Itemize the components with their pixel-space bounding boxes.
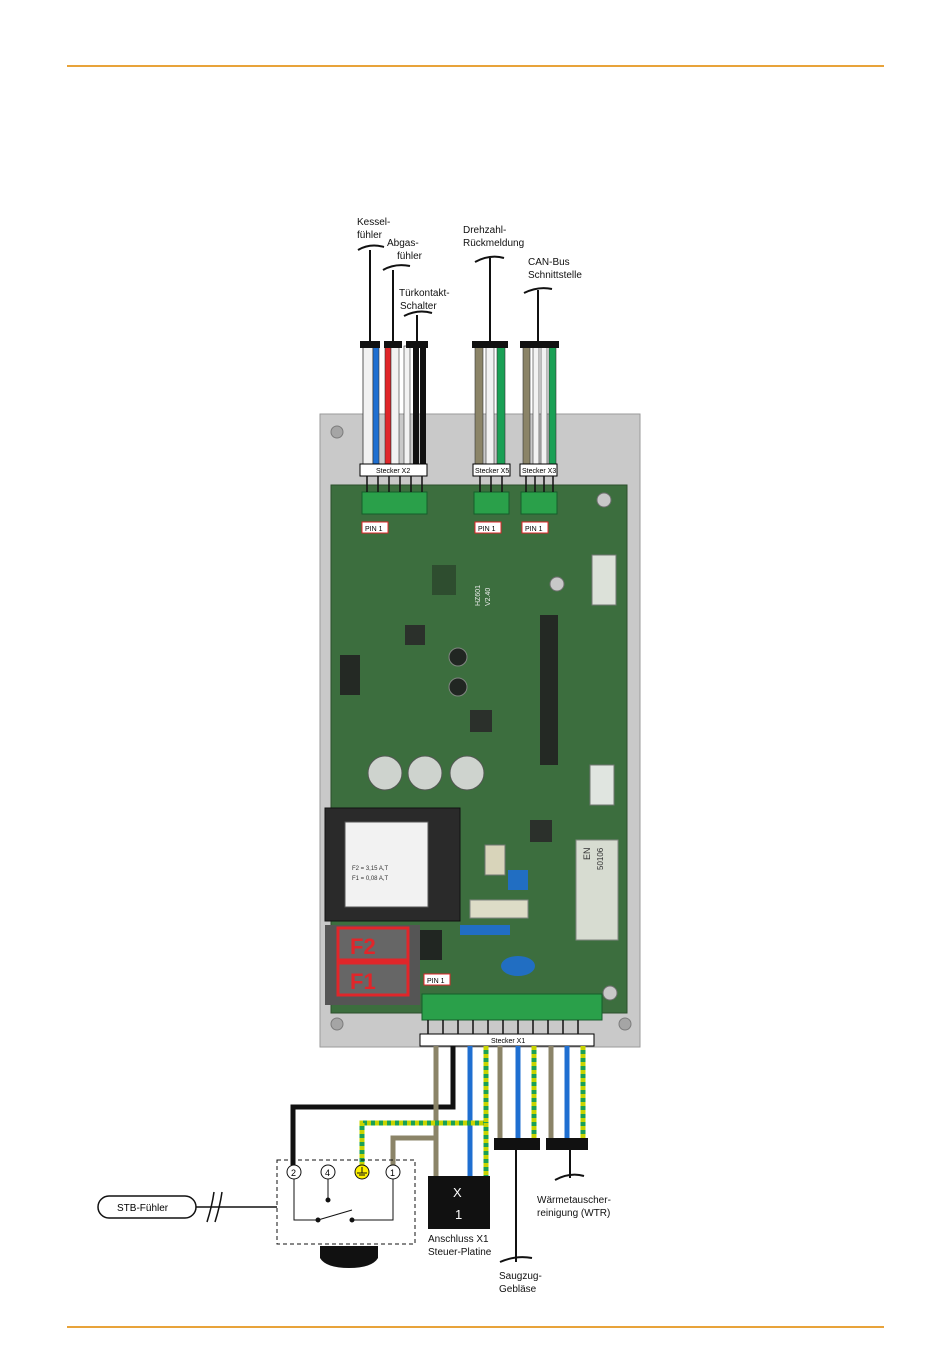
label-saugzug-1: Saugzug-	[499, 1271, 542, 1282]
transformer-label	[344, 821, 429, 908]
stecker-x2-label: Stecker X2	[376, 468, 410, 475]
label-can-2: Schnittstelle	[528, 270, 582, 281]
fuse-f1-box	[336, 961, 410, 997]
label-drehzahl-2: Rückmeldung	[463, 238, 525, 249]
wires-x1	[290, 1046, 588, 1263]
header-rule	[67, 65, 884, 67]
fuse-f1-label: F1	[350, 969, 376, 994]
terminal-x5	[473, 491, 510, 515]
label-kessel-2: fühler	[357, 230, 383, 241]
label-can-1: CAN-Bus	[528, 257, 570, 268]
stb-label: STB-Fühler	[117, 1203, 169, 1214]
wires-x5	[472, 255, 508, 465]
stecker-x5-label: Stecker X5	[475, 468, 509, 475]
label-abgas-1: Abgas-	[387, 238, 419, 249]
terminal-x3	[520, 491, 558, 515]
stb-sensor	[97, 1195, 197, 1219]
x1-block	[428, 1176, 490, 1229]
label-anschluss-1: Anschluss X1	[428, 1234, 489, 1245]
switch-contacts	[293, 1179, 394, 1223]
terminal-4-label: 4	[325, 1168, 330, 1178]
label-kessel-1: Kessel-	[357, 217, 391, 228]
en-label-2: 50106	[596, 847, 605, 870]
label-tuer-2: Schalter	[400, 301, 437, 312]
fuse-f2-box	[336, 926, 410, 962]
label-saugzug-2: Gebläse	[499, 1284, 537, 1295]
label-wtr-1: Wärmetauscher-	[537, 1195, 611, 1206]
mount-hole-bl	[330, 1017, 344, 1031]
transformer-text-2: F2 = 3,15 A,T	[352, 866, 389, 872]
mount-hole-tl	[330, 425, 344, 439]
pin1-x5: PIN 1	[478, 526, 496, 533]
board-version-2: V2.40	[485, 588, 492, 606]
terminal-x2	[361, 491, 428, 515]
pcb-hole-br	[602, 985, 618, 1001]
pin1-x3: PIN 1	[525, 526, 543, 533]
label-tuer-1: Türkontakt-	[399, 288, 450, 299]
label-anschluss-2: Steuer-Platine	[428, 1247, 492, 1258]
transformer-text-1: F1 = 0,08 A,T	[352, 876, 389, 882]
pin1-x2: PIN 1	[365, 526, 383, 533]
footer-rule	[67, 1326, 884, 1328]
ground-symbol	[357, 1167, 367, 1176]
x1-block-1: 1	[455, 1207, 462, 1222]
x1-block-x: X	[453, 1185, 462, 1200]
pin1-x1: PIN 1	[427, 978, 445, 985]
fuse-f2-label: F2	[350, 934, 376, 959]
terminal-x1	[421, 993, 603, 1021]
board-version-1: HZ601	[475, 585, 482, 606]
label-drehzahl-1: Drehzahl-	[463, 225, 507, 236]
stecker-x1-label: Stecker X1	[491, 1038, 525, 1045]
en-label-1: EN	[582, 847, 592, 860]
stb-switch-box	[276, 1159, 416, 1245]
terminal-2-label: 2	[291, 1168, 296, 1178]
stecker-x3-label: Stecker X3	[522, 468, 556, 475]
pcb-hole-mid	[549, 576, 565, 592]
reset-knob	[320, 1246, 378, 1268]
pcb-hole-tr	[596, 492, 612, 508]
wires-x2	[357, 244, 433, 465]
label-wtr-2: reinigung (WTR)	[537, 1208, 611, 1219]
mount-hole-br	[618, 1017, 632, 1031]
label-abgas-2: fühler	[397, 251, 423, 262]
terminal-1-label: 1	[390, 1168, 395, 1178]
